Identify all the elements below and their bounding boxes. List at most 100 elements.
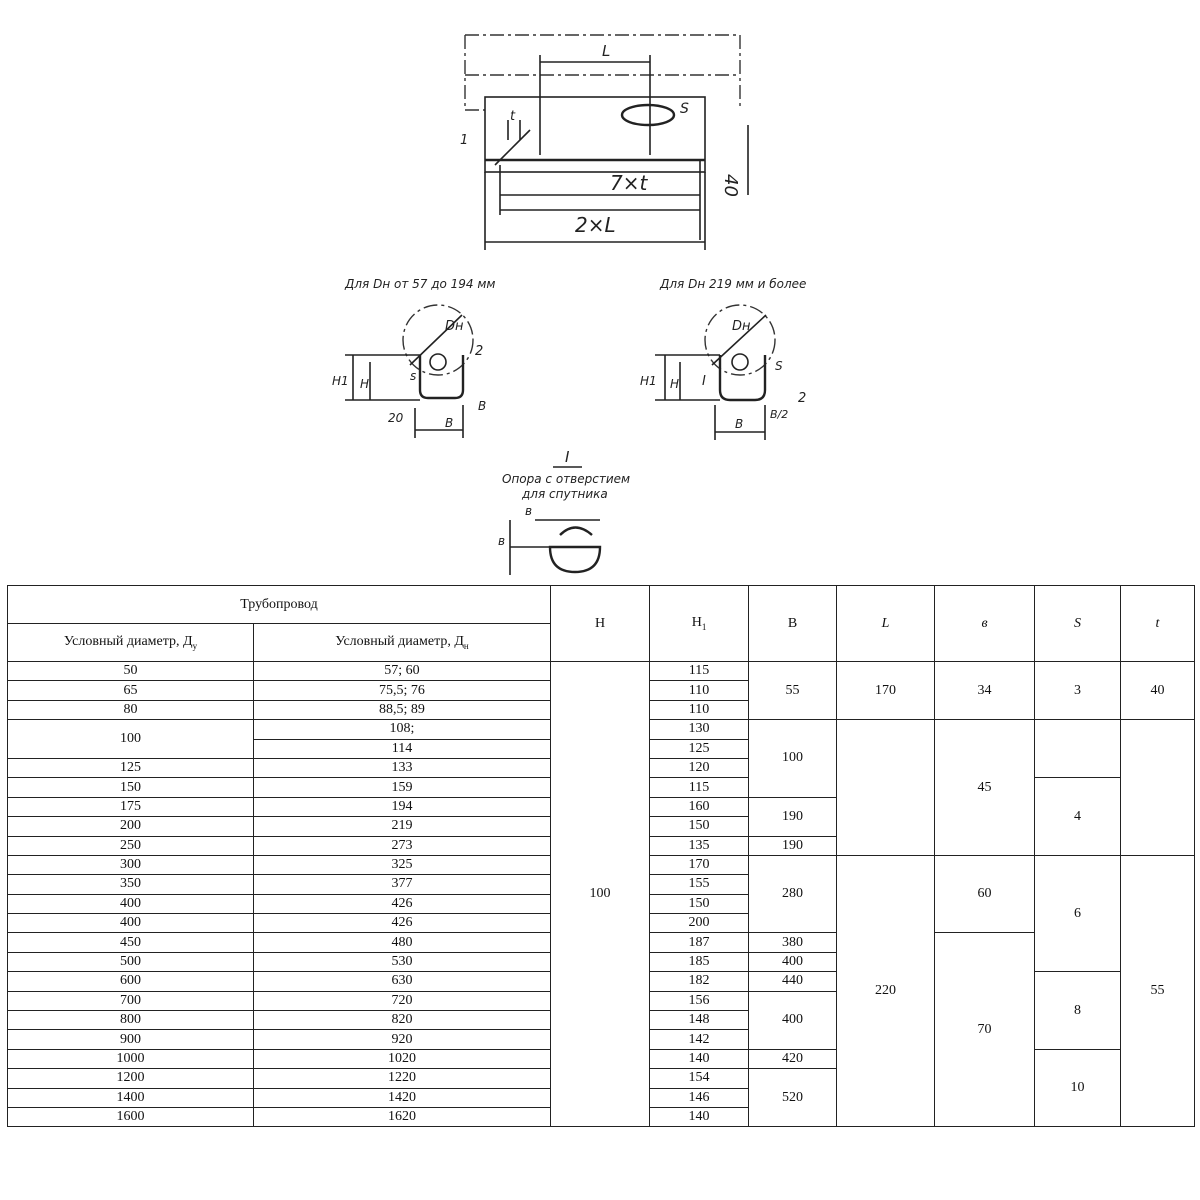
- label-B-2: B: [735, 417, 743, 431]
- dy-cell: 1400: [7, 1087, 254, 1108]
- label-L: L: [602, 42, 610, 60]
- label-B-half: B/2: [770, 408, 788, 421]
- H1-cell: 115: [649, 660, 749, 682]
- label-B: B: [445, 416, 453, 430]
- dy-cell: 175: [7, 796, 254, 818]
- label-Dn: Dн: [445, 319, 464, 334]
- dn-cell: 426: [253, 893, 551, 915]
- dn-cell: 820: [253, 1010, 551, 1031]
- L-cell: 220: [836, 854, 935, 1128]
- dy-cell: 800: [7, 1010, 254, 1031]
- H1-cell: 200: [649, 913, 749, 934]
- detail-view: I Опора с отверстием для спутника в в: [498, 448, 630, 575]
- header-dy: Условный диаметр, Ду: [7, 623, 254, 662]
- dn-cell: 1220: [253, 1068, 551, 1089]
- H1-cell: 156: [649, 990, 749, 1012]
- label-I: I: [702, 374, 706, 389]
- header-pipeline: Трубопровод: [7, 585, 551, 624]
- label-2-2: 2: [798, 391, 806, 406]
- label-H: H: [360, 377, 369, 391]
- H1-cell: 155: [649, 874, 749, 895]
- H1-cell: 140: [649, 1106, 749, 1128]
- dn-cell: 426: [253, 913, 551, 934]
- dy-cell: 500: [7, 951, 254, 973]
- S-cell: 10: [1034, 1048, 1121, 1128]
- detail-mark: I: [565, 448, 570, 466]
- dn-cell: 1020: [253, 1048, 551, 1070]
- label-2: 2: [475, 344, 483, 359]
- S-cell: 4: [1034, 777, 1121, 856]
- H1-cell: 182: [649, 971, 749, 992]
- detail-caption-2: для спутника: [521, 487, 608, 501]
- header-B: B: [748, 585, 837, 662]
- dn-cell: 273: [253, 835, 551, 856]
- H1-cell: 170: [649, 854, 749, 876]
- dy-cell: 1600: [7, 1106, 254, 1128]
- label-2xL: 2×L: [575, 213, 616, 237]
- H1-cell: 140: [649, 1048, 749, 1070]
- label-s: s: [410, 369, 416, 383]
- H1-cell: 135: [649, 835, 749, 856]
- H1-cell: 154: [649, 1068, 749, 1089]
- dy-cell: 250: [7, 835, 254, 856]
- H1-cell: 150: [649, 893, 749, 915]
- H-cell: 100: [550, 660, 650, 1128]
- dy-cell: 1200: [7, 1068, 254, 1089]
- H1-cell: 150: [649, 816, 749, 837]
- B-cell: 420: [748, 1048, 837, 1070]
- technical-drawing: L S t 1 7×t 2×L 40 Для Dн от 57 до 194 м…: [332, 34, 806, 575]
- H1-cell: 110: [649, 680, 749, 701]
- dy-cell: 65: [7, 680, 254, 701]
- v-cell: 60: [934, 854, 1035, 934]
- H1-cell: 187: [649, 932, 749, 953]
- dn-cell: 88,5; 89: [253, 699, 551, 721]
- dn-cell: 133: [253, 757, 551, 779]
- dy-cell: 150: [7, 777, 254, 798]
- dn-cell: 630: [253, 971, 551, 992]
- H1-cell: 146: [649, 1087, 749, 1108]
- header-S: S: [1034, 585, 1121, 662]
- dn-cell: 1420: [253, 1087, 551, 1108]
- label-H1-2: H1: [640, 374, 657, 388]
- label-1: 1: [460, 133, 468, 148]
- B-cell: 380: [748, 932, 837, 953]
- label-Dn-2: Dн: [732, 319, 751, 334]
- B-cell: 190: [748, 835, 837, 856]
- dn-cell: 720: [253, 990, 551, 1012]
- section-view-small: Для Dн от 57 до 194 мм Dн H1 H s 2 20 B …: [332, 277, 496, 438]
- caption-small: Для Dн от 57 до 194 мм: [344, 277, 496, 291]
- detail-label-v-side: в: [498, 534, 505, 548]
- S-cell: 3: [1034, 660, 1121, 721]
- dy-cell: 300: [7, 854, 254, 876]
- S-cell: [1034, 719, 1121, 779]
- B-cell: 520: [748, 1068, 837, 1128]
- header-L: L: [836, 585, 935, 662]
- dimensions-table: Трубопровод H H1 B L в S t Условный диам…: [7, 585, 1195, 1128]
- header-v: в: [934, 585, 1035, 662]
- B-cell: 400: [748, 990, 837, 1050]
- H1-cell: 125: [649, 738, 749, 759]
- section-view-large: Для Dн 219 мм и более Dн H1 H I S 2 B/2 …: [640, 277, 806, 440]
- dy-cell: 600: [7, 971, 254, 992]
- dy-cell: 400: [7, 913, 254, 934]
- label-S: S: [680, 101, 689, 117]
- B-cell: 100: [748, 719, 837, 798]
- dn-cell: 219: [253, 816, 551, 837]
- dn-cell: 530: [253, 951, 551, 973]
- H1-cell: 115: [649, 777, 749, 798]
- L-cell: [836, 719, 935, 856]
- B-cell: 440: [748, 971, 837, 992]
- t-cell: 40: [1120, 660, 1195, 721]
